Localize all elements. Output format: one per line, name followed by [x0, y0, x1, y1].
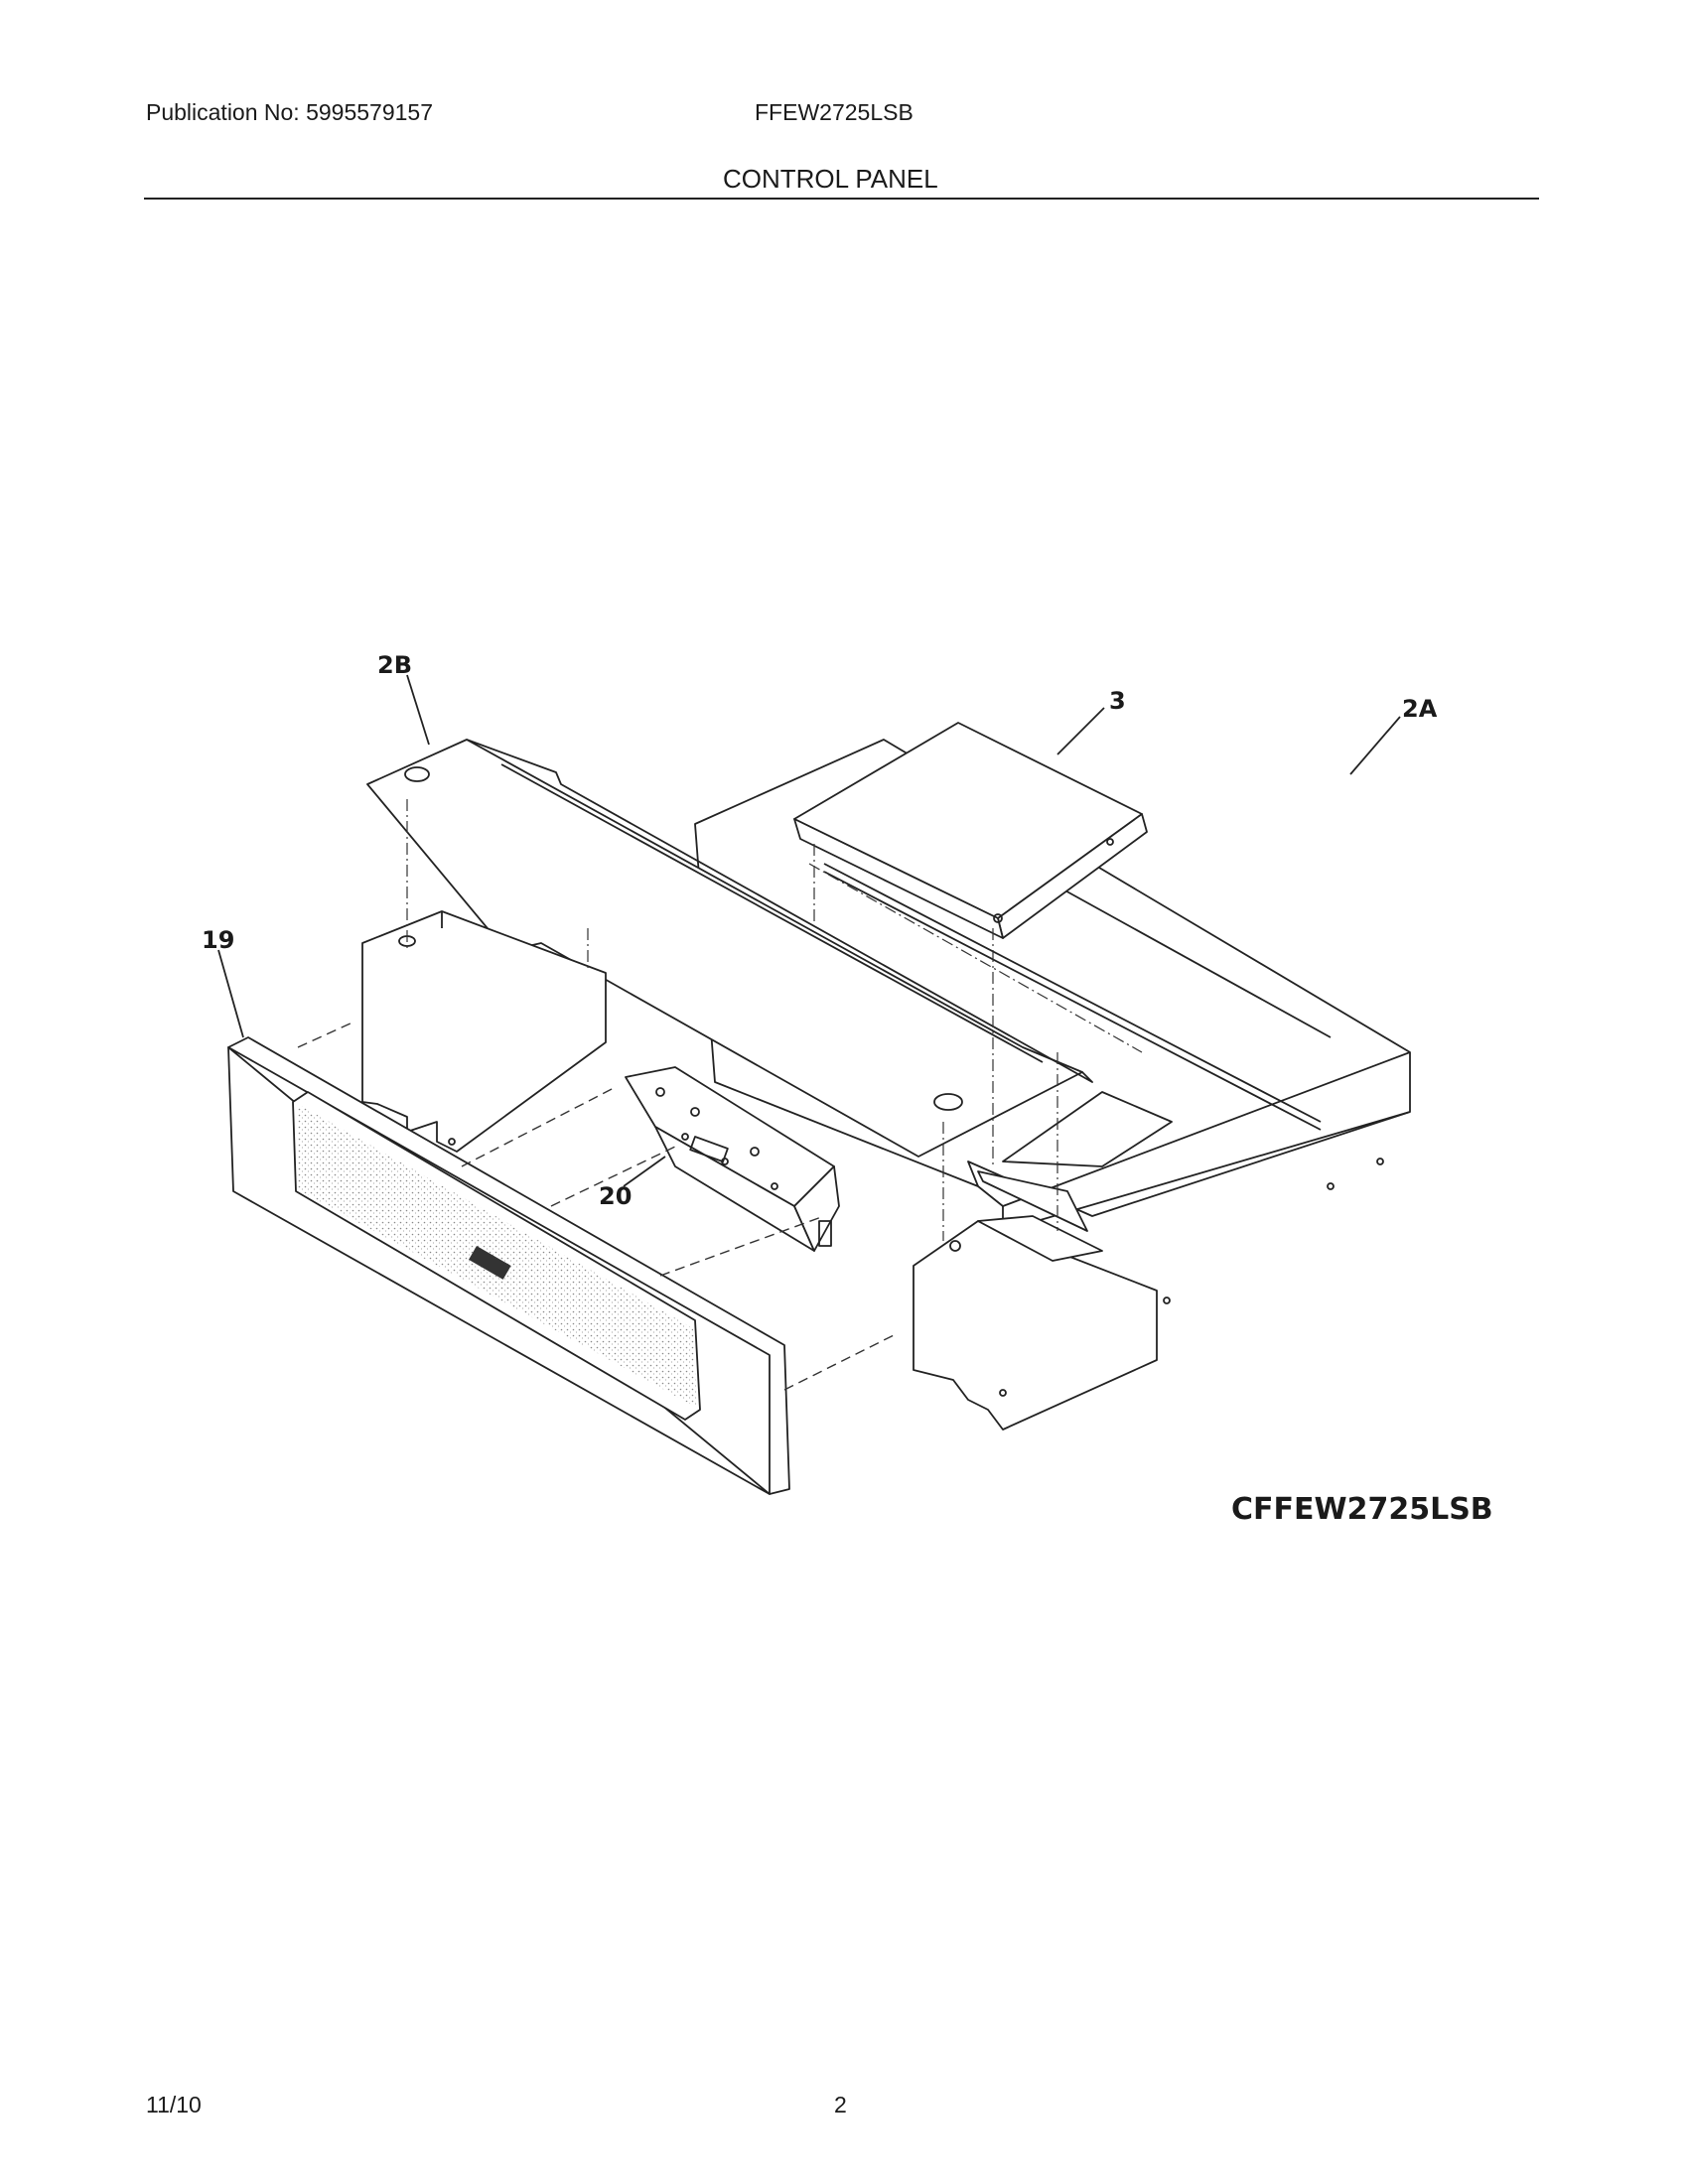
- callout-2a: 2A: [1402, 695, 1438, 723]
- header-rule: [144, 198, 1539, 200]
- callout-19: 19: [202, 926, 234, 954]
- callout-2b: 2B: [377, 651, 412, 679]
- right-side-bracket: [913, 1215, 1171, 1431]
- part-3-control-box: [793, 722, 1148, 939]
- page-number: 2: [834, 2092, 847, 2117]
- drawing-code: CFFEW2725LSB: [1231, 1492, 1493, 1527]
- publication-number: Publication No: 5995579157: [146, 99, 434, 125]
- callout-3: 3: [1109, 687, 1126, 715]
- callout-leaders: [217, 674, 1401, 1187]
- alignment-lines: [297, 799, 1143, 1391]
- footer-date: 11/10: [146, 2092, 202, 2117]
- model-number: FFEW2725LSB: [755, 99, 914, 125]
- part-20-control-board: [625, 1066, 840, 1252]
- part-19-control-panel-frame: [227, 1036, 790, 1495]
- left-side-bracket: [361, 910, 607, 1153]
- callout-20: 20: [599, 1182, 632, 1210]
- section-title: CONTROL PANEL: [723, 164, 938, 194]
- right-deflector-plate: [977, 1091, 1173, 1232]
